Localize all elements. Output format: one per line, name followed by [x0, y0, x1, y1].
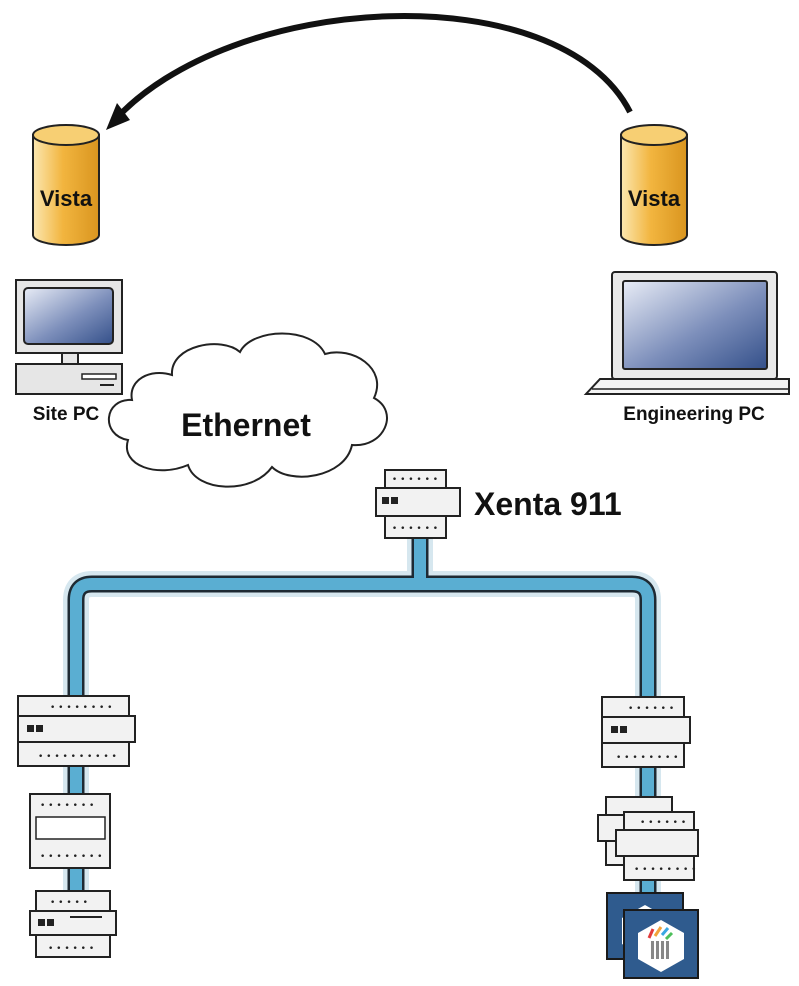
svg-text:• • • • • •: • • • • • • [392, 475, 438, 485]
vista-database-left: Vista [32, 124, 100, 246]
xenta-911-device: • • • • • • • • • • • • Xenta 911 [375, 469, 622, 539]
laptop-icon [583, 271, 790, 395]
database-icon [32, 124, 100, 246]
controller-device-icon: • • • • • • • • • • • • • • • [29, 793, 111, 869]
svg-text:• • • • • •: • • • • • • [48, 944, 94, 954]
left-controller-3: • • • • • • • • • • • [29, 890, 117, 958]
vista-right-label: Vista [628, 186, 681, 211]
cloud-icon [108, 332, 388, 488]
site-pc-label: Site PC [33, 404, 100, 425]
right-controller-stack: • • • • • • • • • • • • • • [597, 796, 699, 881]
right-app-badges [606, 892, 699, 979]
ethernet-label: Ethernet [181, 407, 311, 443]
svg-text:• • • • • • • •: • • • • • • • • [616, 753, 679, 763]
svg-text:• • • • • •: • • • • • • [628, 704, 674, 714]
svg-text:• • • • • •: • • • • • • [392, 524, 438, 534]
right-controller-1: • • • • • • • • • • • • • • [601, 696, 691, 768]
controller-device-icon: • • • • • • • • • • • • • • • • • • [17, 695, 136, 767]
svg-text:• • • • •: • • • • • [50, 898, 88, 908]
svg-text:• • • • • •: • • • • • • [640, 818, 686, 828]
engineering-pc: Engineering PC [583, 271, 790, 425]
database-icon [620, 124, 688, 246]
left-controller-1: • • • • • • • • • • • • • • • • • • [17, 695, 136, 767]
ethernet-cloud: Ethernet [108, 332, 388, 488]
controller-device-icon: • • • • • • • • • • • • [375, 469, 461, 539]
xenta-label: Xenta 911 [474, 486, 622, 522]
vista-database-right: Vista [620, 124, 688, 246]
app-badge-icon [623, 909, 699, 979]
transfer-arrow-icon [106, 13, 633, 130]
svg-text:• • • • • • • • • •: • • • • • • • • • • [38, 752, 117, 762]
site-pc: Site PC [15, 279, 123, 425]
engineering-pc-label: Engineering PC [623, 404, 765, 425]
controller-device-icon: • • • • • • • • • • • [29, 890, 117, 958]
controller-device-icon: • • • • • • • • • • • • • • [601, 696, 691, 768]
desktop-pc-icon [15, 279, 123, 395]
network-cable [63, 530, 661, 905]
controller-device-icon: • • • • • • • • • • • • • • [597, 796, 699, 881]
svg-text:• • • • • • • •: • • • • • • • • [40, 852, 103, 862]
left-controller-2: • • • • • • • • • • • • • • • [29, 793, 111, 869]
svg-text:• • • • • • •: • • • • • • • [40, 801, 94, 811]
svg-text:• • • • • • • •: • • • • • • • • [634, 865, 697, 875]
svg-text:• • • • • • • •: • • • • • • • • [50, 703, 113, 713]
vista-left-label: Vista [40, 186, 93, 211]
